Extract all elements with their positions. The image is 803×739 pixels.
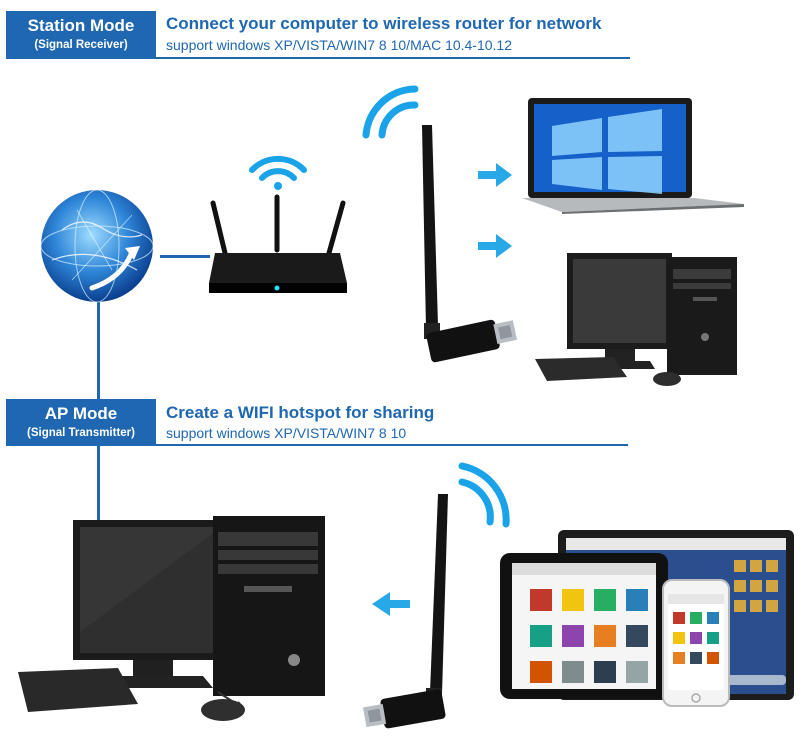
arrow-right-icon — [478, 163, 512, 187]
wifi-signal-icon — [458, 462, 510, 528]
station-mode-title: Station Mode — [27, 16, 135, 35]
laptop-icon — [522, 98, 744, 214]
desktop-computer-icon — [535, 253, 737, 386]
station-support-text: support windows XP/VISTA/WIN7 8 10/MAC 1… — [166, 37, 513, 53]
desktop-computer-icon — [18, 516, 325, 721]
ap-headline: Create a WIFI hotspot for sharing — [166, 403, 435, 422]
station-mode-subtitle: (Signal Receiver) — [34, 39, 128, 51]
wifi-signal-icon — [249, 155, 307, 190]
station-headline: Connect your computer to wireless router… — [166, 14, 602, 33]
ap-mode-title: AP Mode — [44, 404, 118, 423]
globe-icon — [40, 189, 154, 303]
ap-support-text: support windows XP/VISTA/WIN7 8 10 — [166, 425, 407, 441]
station-divider — [6, 57, 630, 59]
ipad-icon — [500, 553, 668, 699]
iphone-icon — [662, 579, 730, 707]
wifi-signal-icon — [362, 85, 419, 139]
ap-divider — [6, 444, 628, 446]
connector-globe-down — [97, 300, 100, 400]
ap-mode-subtitle: (Signal Transmitter) — [27, 427, 135, 439]
arrow-left-icon — [372, 592, 410, 616]
connector-ap-down — [97, 445, 100, 543]
station-mode-badge: Station Mode (Signal Receiver) — [6, 11, 156, 57]
usb-wifi-adapter — [362, 494, 448, 729]
router-icon — [209, 194, 347, 293]
connector-globe-router — [160, 255, 210, 258]
arrow-right-icon — [478, 234, 512, 258]
ap-mode-badge: AP Mode (Signal Transmitter) — [6, 399, 156, 445]
usb-wifi-adapter — [422, 125, 518, 363]
